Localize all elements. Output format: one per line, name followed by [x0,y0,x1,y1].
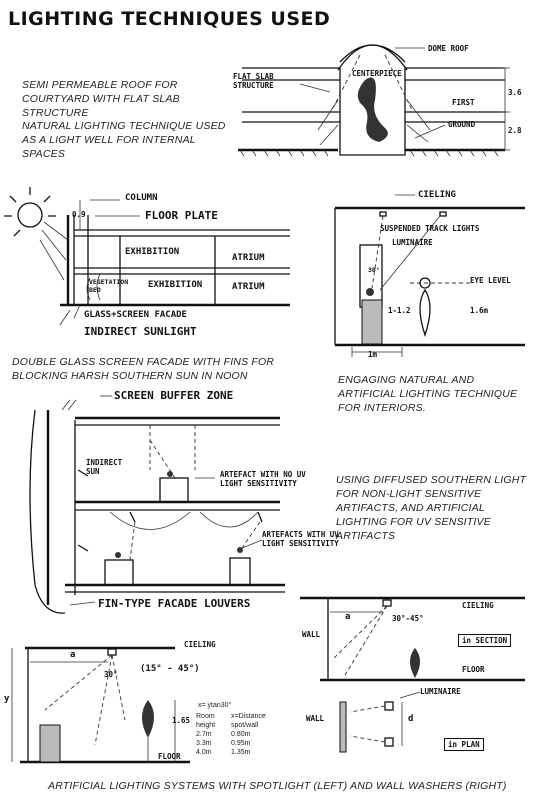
viewing-distance-label: 1m [368,350,378,359]
table-row: 4.0m 1.35m [196,748,278,757]
spotlight-floor-label: FLOOR [158,752,181,761]
screen-buffer-sketch [29,395,285,614]
washer-a-label: a [345,612,351,622]
dome-roof-label: DOME ROOF [428,44,469,53]
in-plan-label: in PLAN [444,738,484,751]
exhibition-lower-label: EXHIBITION [148,280,203,290]
table-cell: 4.0m [196,749,212,756]
artefacts-uv-label: ARTEFACTS WITH UV LIGHT SENSITIVITY [262,530,339,548]
atrium-lower-label: ATRIUM [232,282,265,292]
washer-wall-section-label: WALL [302,630,321,639]
artificial-lighting-caption: ARTIFICIAL LIGHTING SYSTEMS WITH SPOTLIG… [48,780,507,792]
washer-floor-label: FLOOR [462,665,485,674]
spotlight-height-label: 1.65 [172,716,191,725]
luminaire-label: LUMINAIRE [392,238,433,247]
eye-level-label: EYE LEVEL [470,276,511,285]
facade-caption: DOUBLE GLASS SCREEN FACADE WITH FINS FOR… [12,356,275,382]
floor-plate-label: FLOOR PLATE [145,209,218,222]
table-cell: 0.80m [231,731,251,738]
atrium-upper-label: ATRIUM [232,253,265,263]
track-angle-label: 30° [368,266,380,274]
washer-d-label: d [408,714,414,724]
indirect-sunlight-label: INDIRECT SUNLIGHT [84,325,197,338]
indirect-sun-label: INDIRECT SUN [86,458,123,476]
table-cell: 3.3m [196,740,212,747]
column-label: COLUMN [125,193,158,203]
ground-floor-label: GROUND [448,120,476,129]
table-header: Room height [196,713,216,729]
ceiling-label: CIELING [418,190,456,200]
eye-height-label: 1.6m [470,306,489,315]
vegetation-bed-label: VEGETATION BED [89,278,129,294]
spotlight-ceiling-label: CIELING [184,640,216,649]
washer-wall-plan-label: WALL [306,714,325,723]
table-cell: 1.35m [231,749,251,756]
spotlight-range-label: (15° - 45°) [140,664,200,674]
fin-louvers-label: FIN-TYPE FACADE LOUVERS [98,597,251,610]
light-well-caption: NATURAL LIGHTING TECHNIQUE USED AS A LIG… [22,120,226,160]
spotlight-y-label: y [4,694,10,704]
upper-dimension: 3.6 [508,88,522,97]
table-cell: 0.95m [231,740,251,747]
track-lights-label: SUSPENDED TRACK LIGHTS [380,224,480,233]
spotlight-sketch [11,646,190,764]
table-cell: 2.7m [196,731,212,738]
table-header-row: Room height x=Distance spot/wall [196,712,278,730]
centerpiece-label: CENTERPIECE [352,69,402,78]
interior-lighting-sketch [334,194,525,357]
uv-lighting-caption: USING DIFFUSED SOUTHERN LIGHT FOR NON-LI… [336,474,527,542]
table-row: 2.7m 0.80m [196,730,278,739]
in-section-label: in SECTION [458,634,512,647]
lower-dimension: 2.8 [508,126,522,135]
spotlight-formula: x= ytan30° [198,702,232,709]
washer-ceiling-label: CIELING [462,601,494,610]
interior-lighting-caption: ENGAGING NATURAL AND ARTIFICIAL LIGHTING… [338,374,518,414]
washer-luminaire-label: LUMINAIRE [420,687,461,696]
glass-screen-facade-label: GLASS+SCREEN FACADE [84,310,187,320]
table-header: x=Distance spot/wall [231,713,266,729]
facade-dimension: 0.9 [72,210,86,219]
light-well-sketch [238,44,510,157]
artefact-no-uv-label: ARTEFACT WITH NO UV LIGHT SENSITIVITY [220,470,306,488]
facade-sketch [4,187,290,326]
spotlight-angle-label: 30° [104,670,118,679]
courtyard-roof-caption: SEMI PERMEABLE ROOF FOR COURTYARD WITH F… [22,79,180,119]
washer-angle-label: 30°-45° [392,614,424,623]
page-title: LIGHTING TECHNIQUES USED [8,8,331,30]
wall-washer-sketch [300,596,525,753]
flat-slab-label: FLAT SLAB STRUCTURE [233,72,274,90]
spotlight-table: Room height x=Distance spot/wall 2.7m 0.8… [196,712,278,757]
spotlight-a-label: a [70,650,76,660]
table-row: 3.3m 0.95m [196,739,278,748]
first-floor-label: FIRST [452,98,475,107]
screen-buffer-label: SCREEN BUFFER ZONE [114,389,234,402]
display-height-label: 1-1.2 [388,306,411,315]
exhibition-upper-label: EXHIBITION [125,247,180,257]
